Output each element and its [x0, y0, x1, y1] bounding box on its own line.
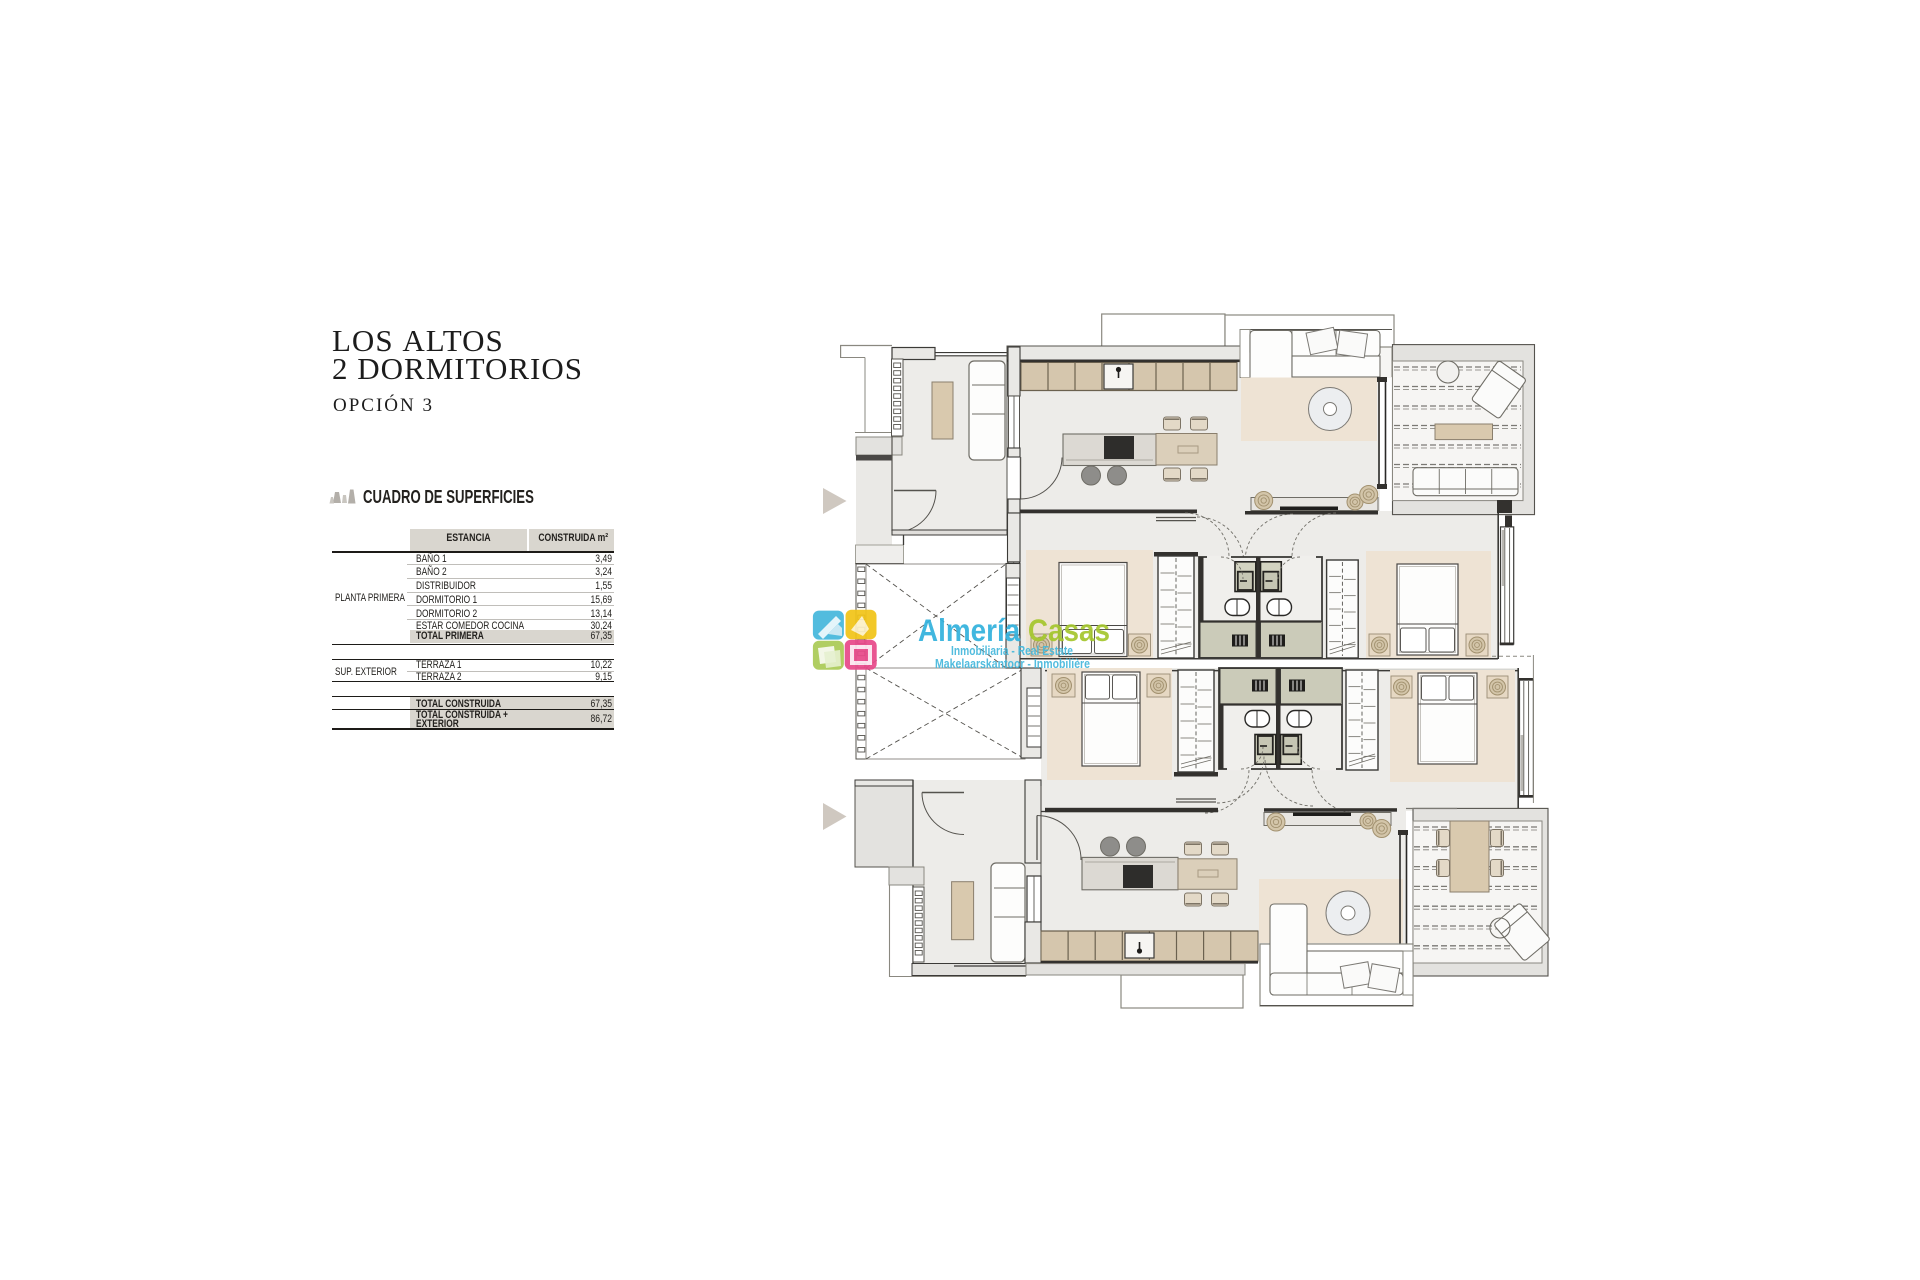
svg-text:Almería Casas: Almería Casas — [918, 612, 1110, 648]
svg-text:Makelaarskantoor - Inmobilière: Makelaarskantoor - Inmobilière — [935, 656, 1090, 671]
svg-text:Inmobiliaria - Real Estate: Inmobiliaria - Real Estate — [951, 643, 1073, 658]
